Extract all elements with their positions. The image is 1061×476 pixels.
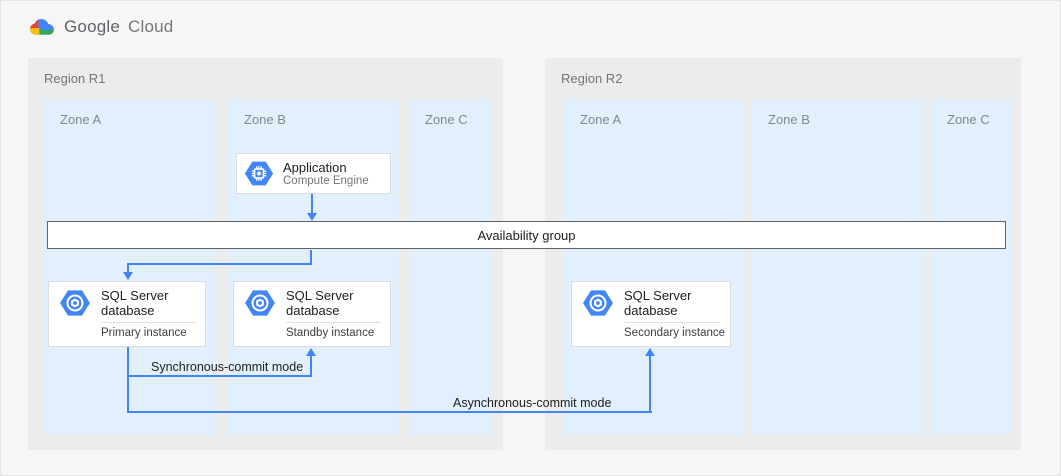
- region-r1-label: Region R1: [44, 71, 106, 86]
- zone-label: Zone C: [425, 112, 468, 127]
- sql-standby-instance: Standby instance: [286, 327, 375, 339]
- zone-label: Zone C: [947, 112, 990, 127]
- application-card: Application Compute Engine: [236, 153, 391, 194]
- sql-secondary-title: SQL Server database: [624, 288, 692, 318]
- region-r1-zone-a: Zone A: [44, 99, 215, 435]
- arrowhead-into-primary: [123, 272, 133, 280]
- zone-label: Zone B: [768, 112, 810, 127]
- edge-sync-up: [310, 355, 312, 377]
- card-divider: [624, 322, 721, 323]
- logo-text-google: Google: [64, 17, 121, 36]
- region-r2: Region R2 Zone A Zone B Zone C: [545, 58, 1021, 450]
- availability-group-label: Availability group: [477, 227, 576, 243]
- async-commit-label: Asynchronous-commit mode: [453, 396, 612, 410]
- zone-label: Zone B: [244, 112, 286, 127]
- application-card-text: Application Compute Engine: [283, 160, 369, 188]
- sql-standby-card-top: SQL Server database: [234, 282, 390, 321]
- edge-availability-to-primary-horizontal: [127, 263, 312, 265]
- zone-label: Zone A: [60, 112, 102, 127]
- edge-availability-down: [310, 250, 312, 264]
- logo-text-cloud: Cloud: [128, 17, 174, 36]
- zone-label: Zone A: [580, 112, 622, 127]
- edge-availability-to-primary-vertical: [127, 263, 129, 273]
- arrowhead-into-availability: [307, 213, 317, 221]
- region-r2-zone-c: Zone C: [931, 99, 1011, 435]
- cloud-sql-icon: [583, 290, 613, 316]
- sql-primary-title: SQL Server database: [101, 288, 169, 318]
- google-cloud-logo: Google Cloud: [29, 16, 173, 38]
- region-r2-label: Region R2: [561, 71, 623, 86]
- edge-app-to-availability: [311, 194, 313, 215]
- arrowhead-into-standby: [306, 348, 316, 356]
- region-r1: Region R1 Zone A Zone B Zone C: [28, 58, 503, 450]
- cloud-sql-icon: [245, 290, 275, 316]
- card-divider: [286, 322, 381, 323]
- sql-secondary-card-top: SQL Server database: [572, 282, 730, 321]
- google-cloud-logo-icon: [30, 19, 54, 35]
- compute-engine-icon: [244, 161, 274, 186]
- sql-standby-title: SQL Server database: [286, 288, 354, 318]
- sql-primary-instance: Primary instance: [101, 327, 187, 339]
- sql-standby-card: SQL Server database Standby instance: [233, 281, 391, 347]
- edge-sync-horizontal: [127, 375, 312, 377]
- region-r1-zone-c: Zone C: [409, 99, 491, 435]
- card-divider: [101, 322, 196, 323]
- sql-secondary-card: SQL Server database Secondary instance: [571, 281, 731, 347]
- availability-group-bar: Availability group: [47, 221, 1006, 249]
- arrowhead-into-secondary: [645, 348, 655, 356]
- region-r2-zone-b: Zone B: [752, 99, 925, 435]
- region-r2-zone-a: Zone A: [564, 99, 744, 435]
- sql-primary-card: SQL Server database Primary instance: [48, 281, 206, 347]
- sql-primary-card-top: SQL Server database: [49, 282, 205, 321]
- edge-primary-down: [127, 347, 129, 413]
- edge-async-up: [649, 355, 651, 413]
- sync-commit-label: Synchronous-commit mode: [151, 360, 304, 374]
- region-r1-zone-b: Zone B: [228, 99, 399, 435]
- sql-secondary-instance: Secondary instance: [624, 327, 726, 339]
- cloud-sql-icon: [60, 290, 90, 316]
- application-subtitle: Compute Engine: [283, 174, 369, 187]
- application-title: Application: [283, 159, 347, 175]
- edge-async-horizontal: [127, 411, 652, 413]
